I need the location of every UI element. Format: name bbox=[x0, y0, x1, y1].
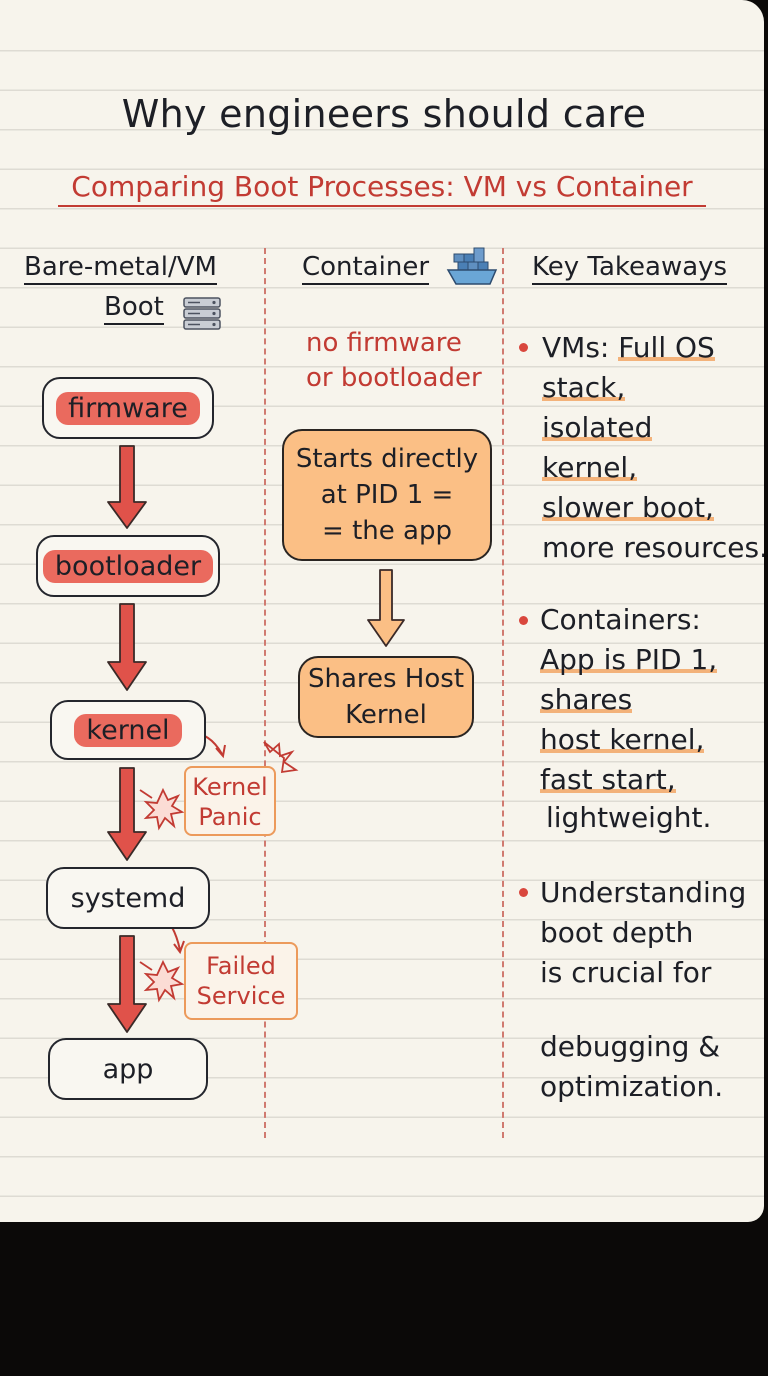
takeaway-containers-line2: App is PID 1, bbox=[540, 640, 718, 680]
shares-line1: Shares Host bbox=[307, 664, 465, 694]
arrow-systemd-app bbox=[107, 935, 147, 1033]
bullet-understanding bbox=[519, 888, 528, 897]
takeaway-containers-pid1: App is PID 1, bbox=[540, 643, 718, 676]
arrow-firmware-bootloader bbox=[107, 445, 147, 529]
takeaway-understanding-line4: debugging & bbox=[540, 1030, 721, 1063]
vm-column-heading: Bare-metal/VM bbox=[24, 252, 217, 285]
page-title: Why engineers should care bbox=[121, 92, 647, 136]
takeaway-containers-line3: shares bbox=[540, 680, 633, 720]
vm-heading-line2: Boot bbox=[104, 292, 164, 325]
no-firmware-line1: no firmware bbox=[306, 328, 462, 358]
takeaway-containers-faststart: fast start, bbox=[540, 763, 676, 796]
takeaways-column-heading: Key Takeaways bbox=[532, 252, 728, 285]
kernel-panic-arrowhead bbox=[215, 744, 226, 759]
burst-icon bbox=[139, 961, 153, 971]
kernel-panic-note: Kernel Panic bbox=[184, 766, 276, 836]
node-systemd-label: systemd bbox=[70, 882, 186, 914]
takeaway-containers-line6: lightweight. bbox=[546, 801, 712, 834]
bullet-containers bbox=[519, 616, 528, 625]
container-column-heading: Container bbox=[302, 252, 430, 285]
notebook-page: Why engineers should care Comparing Boot… bbox=[0, 0, 764, 1222]
takeaway-containers-shares: shares bbox=[540, 683, 633, 716]
shares-host-kernel-box: Shares Host Kernel bbox=[298, 656, 474, 738]
container-heading-label: Container bbox=[302, 252, 430, 285]
no-firmware-line2: or bootloader bbox=[306, 363, 482, 393]
container-ship-icon bbox=[446, 247, 498, 285]
takeaway-vms-kernel: kernel, bbox=[542, 451, 638, 484]
shares-line2: Kernel bbox=[345, 700, 427, 730]
takeaway-containers-line4: host kernel, bbox=[540, 720, 705, 760]
node-app: app bbox=[48, 1038, 208, 1100]
column-divider-left bbox=[264, 248, 266, 1138]
takeaway-vms-line1: VMs: Full OS bbox=[542, 328, 715, 368]
kernel-panic-line2: Panic bbox=[198, 803, 262, 831]
node-kernel: kernel bbox=[50, 700, 206, 760]
takeaway-vms-fullos: Full OS bbox=[618, 331, 715, 364]
burst-icon bbox=[139, 789, 153, 799]
takeaway-understanding-line5: optimization. bbox=[540, 1070, 724, 1103]
takeaway-containers-line5: fast start, bbox=[540, 760, 676, 800]
takeaway-understanding-line2: boot depth bbox=[540, 916, 694, 949]
burst-icon bbox=[143, 787, 185, 831]
failed-service-line1: Failed bbox=[206, 952, 276, 980]
node-systemd: systemd bbox=[46, 867, 210, 929]
failed-service-note: Failed Service bbox=[184, 942, 298, 1020]
takeaway-vms-stack: stack, bbox=[542, 371, 626, 404]
takeaway-containers-hostkernel: host kernel, bbox=[540, 723, 705, 756]
takeaway-understanding-line3: is crucial for bbox=[540, 956, 712, 989]
node-app-label: app bbox=[102, 1053, 154, 1085]
takeaway-vms-line2: stack, bbox=[542, 368, 626, 408]
takeaway-vms-line3: isolated bbox=[542, 408, 653, 448]
takeaway-understanding-line1: Understanding bbox=[540, 876, 747, 909]
node-bootloader-label: bootloader bbox=[42, 549, 214, 583]
bullet-vms bbox=[519, 343, 528, 352]
takeaway-vms-prefix: VMs: bbox=[542, 331, 619, 364]
takeaway-vms-line4: kernel, bbox=[542, 448, 638, 488]
arrow-kernel-systemd bbox=[107, 767, 147, 861]
takeaway-vms-line5: slower boot, bbox=[542, 488, 714, 528]
starts-line2: at PID 1 = bbox=[320, 480, 454, 510]
diagram-art bbox=[107, 247, 498, 1033]
starts-line3: = the app bbox=[322, 516, 452, 546]
failed-service-arrowhead bbox=[173, 940, 185, 955]
vm-flow-arrows bbox=[107, 445, 147, 1033]
arrow-bootloader-kernel bbox=[107, 603, 147, 691]
node-kernel-label: kernel bbox=[74, 713, 182, 747]
starts-line1: Starts directly bbox=[295, 444, 479, 474]
vm-column-heading-2: Boot bbox=[104, 292, 164, 325]
server-icon bbox=[183, 297, 221, 330]
node-bootloader: bootloader bbox=[36, 535, 220, 597]
no-firmware-note: no firmware or bootloader bbox=[306, 326, 496, 396]
burst-icon bbox=[263, 741, 299, 774]
takeaways-heading-label: Key Takeaways bbox=[532, 252, 728, 285]
arrow-starts-shares bbox=[367, 569, 405, 647]
starts-at-pid1-box: Starts directly at PID 1 = = the app bbox=[282, 429, 492, 561]
vm-heading-line1: Bare-metal/VM bbox=[24, 252, 217, 285]
failed-service-line2: Service bbox=[196, 982, 286, 1010]
node-firmware-label: firmware bbox=[56, 391, 200, 425]
kernel-panic-line1: Kernel bbox=[192, 773, 268, 801]
page-subtitle: Comparing Boot Processes: VM vs Containe… bbox=[58, 170, 706, 207]
takeaway-containers-line1: Containers: bbox=[540, 603, 701, 636]
takeaway-vms-line6: more resources. bbox=[542, 531, 764, 564]
node-firmware: firmware bbox=[42, 377, 214, 439]
takeaway-vms-slowerboot: slower boot, bbox=[542, 491, 714, 524]
burst-icon bbox=[143, 959, 185, 1003]
column-divider-right bbox=[502, 248, 504, 1138]
takeaway-vms-isolated: isolated bbox=[542, 411, 653, 444]
